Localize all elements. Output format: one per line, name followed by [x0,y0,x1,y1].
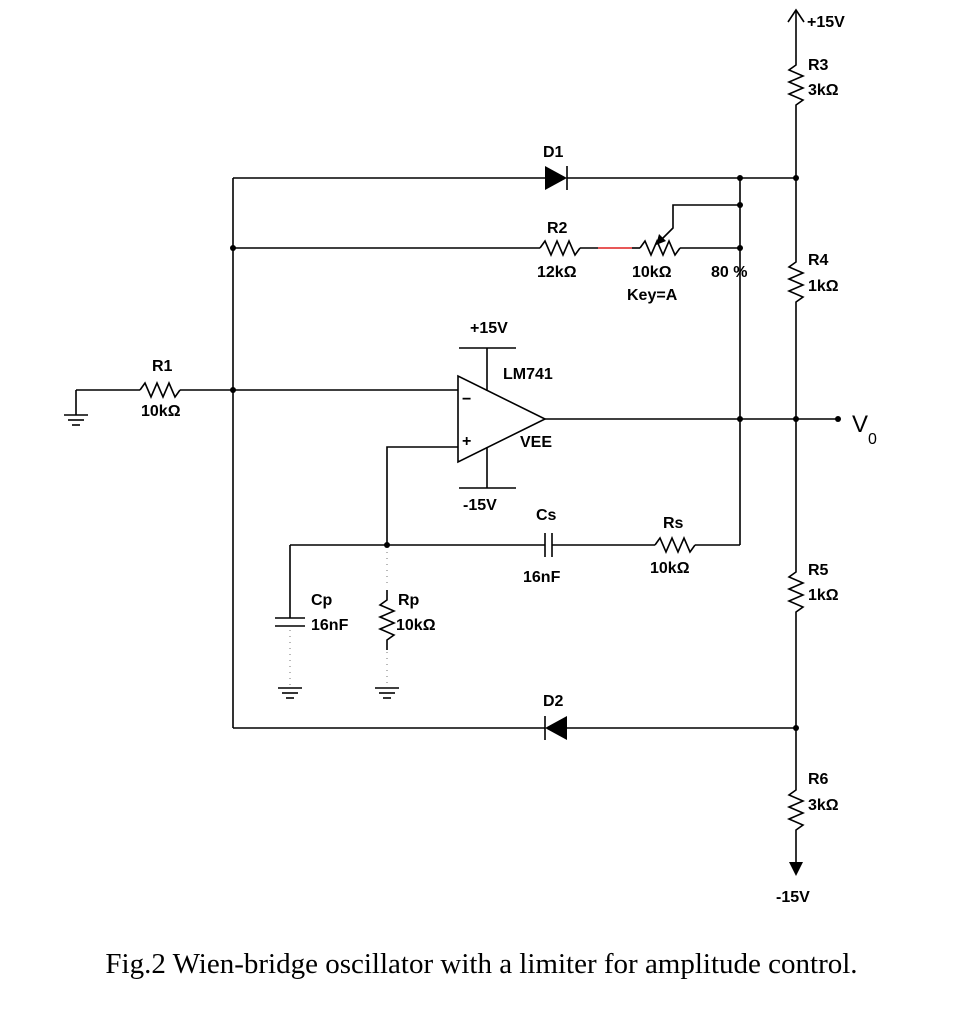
r3-name: R3 [808,57,829,74]
cp-value: 16nF [311,617,349,634]
bottom-rail-label: -15V [776,889,810,906]
d1-name: D1 [543,144,564,161]
r2-pot-branch [233,178,741,545]
figure-caption: Fig.2 Wien-bridge oscillator with a limi… [105,948,858,980]
ground-icon [278,687,302,699]
r3-resistor [786,55,806,115]
r6-name: R6 [808,771,829,788]
output-subscript: 0 [868,431,877,448]
r4-resistor [786,250,806,312]
cs-name: Cs [536,507,557,524]
d2-diode [545,716,567,740]
r1-branch [64,380,233,426]
opamp-vneg: -15V [463,497,497,514]
rs-value: 10kΩ [650,560,690,577]
junction-dots [230,175,841,731]
d1-diode [545,166,567,190]
r3-value: 3kΩ [808,82,839,99]
r6-value: 3kΩ [808,797,839,814]
r2-resistor [539,238,581,258]
rp-value: 10kΩ [396,617,436,634]
pot-value: 10kΩ [632,264,672,281]
r1-resistor [139,380,181,400]
opamp-minus-sign: − [462,391,471,408]
r4-value: 1kΩ [808,278,839,295]
top-rail-label: +15V [807,14,845,31]
r5-resistor [786,565,806,622]
pot-percent: 80 % [711,264,747,281]
r4-name: R4 [808,252,829,269]
d2-branch [233,716,796,740]
r5-name: R5 [808,562,829,579]
opamp-name: LM741 [503,366,553,383]
rs-name: Rs [663,515,684,532]
r2-value: 12kΩ [537,264,577,281]
opamp-vee: VEE [520,434,552,451]
r1-value: 10kΩ [141,403,181,420]
ground-icon [375,687,399,699]
r5-value: 1kΩ [808,587,839,604]
right-rail [786,8,806,876]
parallel-rc [275,545,399,699]
cp-capacitor [275,617,305,627]
r2-name: R2 [547,220,568,237]
pot-key: Key=A [627,287,678,304]
d2-name: D2 [543,693,564,710]
cs-capacitor [544,533,553,557]
opamp-vpos: +15V [470,320,508,337]
ground-icon [64,390,88,426]
pot-resistor [639,238,681,258]
cp-name: Cp [311,592,333,609]
r6-resistor [786,780,806,840]
d1-branch [232,166,796,728]
wien-bridge-schematic: − + [64,8,877,906]
r1-name: R1 [152,358,173,375]
series-rc [290,533,740,557]
rp-resistor [377,590,397,650]
opamp-lm741: − + [233,347,838,545]
rs-resistor [654,535,696,555]
output-label: V [852,411,868,438]
cs-value: 16nF [523,569,561,586]
opamp-plus-sign: + [462,433,471,450]
rp-name: Rp [398,592,420,609]
